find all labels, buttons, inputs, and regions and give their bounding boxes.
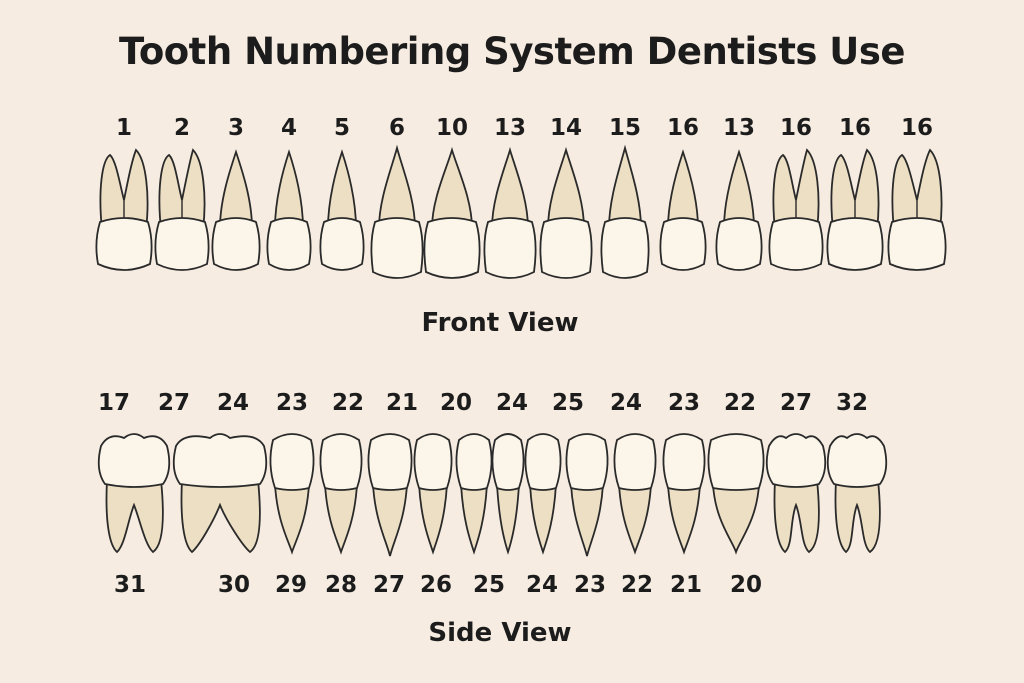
front-tooth-number: 13 [723,115,755,141]
front-tooth-number: 5 [334,115,350,141]
front-tooth [423,146,481,279]
front-tooth-number: 10 [436,115,468,141]
side-view-label: Side View [428,618,572,648]
side-tooth-top-number: 22 [332,390,364,416]
front-tooth-number: 16 [839,115,871,141]
front-tooth [483,146,537,279]
side-tooth [172,433,268,554]
side-view-bottom-numbers: 31 30 29 28 27 26 25 24 23 22 21 20 [114,572,762,598]
side-tooth-top-number: 21 [386,390,418,416]
front-tooth [154,148,210,271]
side-tooth-bottom-number: 25 [473,572,505,598]
front-tooth [370,144,424,279]
diagram-title: Tooth Numbering System Dentists Use [119,30,905,73]
front-view-numbers: 1 2 3 4 5 6 10 13 14 15 16 13 16 16 16 [116,115,933,141]
front-tooth-number: 15 [609,115,641,141]
front-tooth [319,149,365,271]
front-tooth-number: 13 [494,115,526,141]
side-tooth-bottom-number: 24 [526,572,558,598]
front-tooth [539,146,593,279]
front-tooth [266,149,312,271]
front-tooth [95,148,153,271]
side-tooth-top-number: 20 [440,390,472,416]
front-tooth-number: 6 [389,115,405,141]
side-tooth-bottom-number: 27 [373,572,405,598]
side-tooth-top-number: 24 [217,390,249,416]
front-tooth [768,148,824,271]
front-tooth [715,149,763,271]
front-tooth [826,148,884,271]
side-tooth-top-number: 32 [836,390,868,416]
side-tooth-bottom-number: 28 [325,572,357,598]
side-tooth-top-number: 17 [98,390,130,416]
side-tooth [707,433,765,555]
front-tooth-number: 16 [667,115,699,141]
side-tooth-bottom-number: 26 [420,572,452,598]
side-tooth-top-number: 25 [552,390,584,416]
side-tooth-bottom-number: 21 [670,572,702,598]
side-view-teeth [97,433,888,557]
front-tooth-number: 14 [550,115,582,141]
side-tooth-bottom-number: 20 [730,572,762,598]
front-tooth [600,144,650,279]
side-tooth [491,433,525,555]
front-tooth-number: 1 [116,115,132,141]
front-tooth [211,149,261,271]
side-tooth-top-number: 23 [668,390,700,416]
side-tooth [367,433,413,557]
side-tooth-top-number: 27 [158,390,190,416]
front-tooth-number: 16 [901,115,933,141]
front-tooth-number: 4 [281,115,297,141]
side-tooth [565,433,609,557]
side-tooth-bottom-number: 30 [218,572,250,598]
side-tooth [97,433,171,554]
front-tooth [659,149,707,271]
side-tooth [662,433,706,555]
side-tooth-top-number: 23 [276,390,308,416]
front-tooth-number: 3 [228,115,244,141]
front-tooth-number: 16 [780,115,812,141]
side-tooth-top-number: 22 [724,390,756,416]
side-tooth-bottom-number: 29 [275,572,307,598]
side-tooth-bottom-number: 23 [574,572,606,598]
side-view-top-numbers: 17 27 24 23 22 21 20 24 25 24 23 22 27 32 [98,390,868,416]
side-tooth-top-number: 24 [496,390,528,416]
side-tooth [524,433,562,555]
side-tooth [613,433,657,555]
side-tooth-top-number: 27 [780,390,812,416]
side-tooth-bottom-number: 22 [621,572,653,598]
side-tooth [455,433,493,555]
side-tooth [765,433,827,554]
front-view-label: Front View [421,308,579,338]
side-tooth [413,433,453,555]
front-tooth [887,148,947,271]
side-tooth-top-number: 24 [610,390,642,416]
front-tooth-number: 2 [174,115,190,141]
side-tooth-bottom-number: 31 [114,572,146,598]
front-view-teeth [95,144,947,279]
side-tooth [319,433,363,555]
side-tooth [269,433,315,555]
side-tooth [826,433,888,554]
